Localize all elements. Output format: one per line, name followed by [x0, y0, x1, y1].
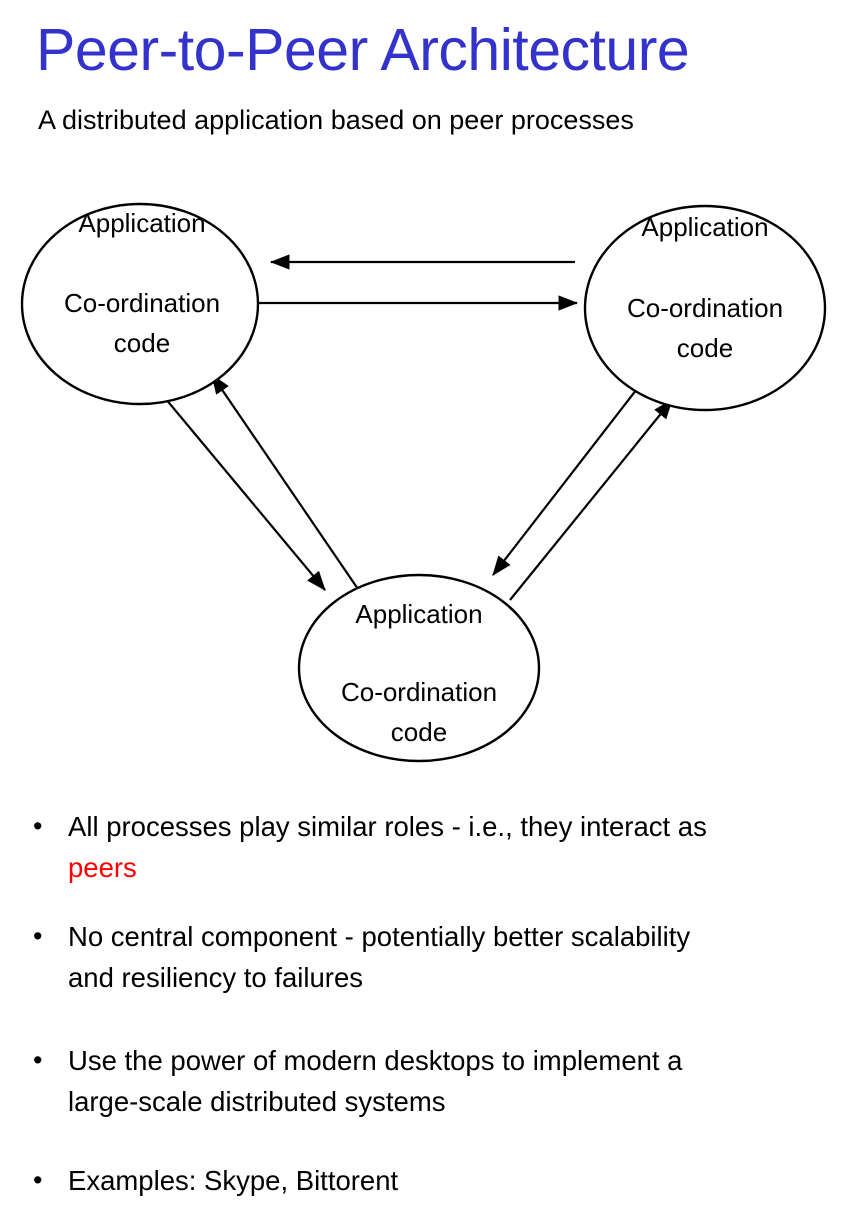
node-peer-top-left[interactable]: Application Co-ordination code: [20, 202, 260, 406]
edge-right-to-bottom: [492, 384, 641, 576]
page-subtitle: A distributed application based on peer …: [38, 105, 634, 135]
list-item-text: All processes play similar roles - i.e.,…: [68, 806, 708, 888]
page-title: Peer-to-Peer Architecture: [36, 17, 690, 83]
list-item: • All processes play similar roles - i.e…: [0, 806, 847, 888]
list-item-accent-peers: peers: [68, 852, 137, 883]
bullet-point-icon: •: [33, 1045, 43, 1075]
node-label-code: code: [677, 333, 733, 363]
edge-bottom-to-left: [211, 374, 361, 593]
node-label-application: Application: [641, 212, 768, 242]
node-peer-bottom[interactable]: Application Co-ordination code: [297, 573, 541, 763]
list-item: • Examples: Skype, Bittorent: [0, 1160, 847, 1201]
bullet-list: • All processes play similar roles - i.e…: [0, 806, 847, 1201]
peer-to-peer-diagram: Application Co-ordination code Applicati…: [0, 160, 847, 800]
list-item-text-main: All processes play similar roles - i.e.,…: [68, 811, 707, 842]
node-label-code: code: [114, 328, 170, 358]
node-label-application: Application: [78, 208, 205, 238]
node-label-application: Application: [355, 599, 482, 629]
list-item-text: Use the power of modern desktops to impl…: [68, 1045, 683, 1117]
bullet-point-icon: •: [33, 1165, 43, 1195]
edge-bottom-to-right: [509, 399, 673, 601]
edge-left-to-bottom: [164, 397, 326, 591]
node-label-coordination: Co-ordination: [64, 288, 220, 318]
node-label-coordination: Co-ordination: [341, 677, 497, 707]
node-peer-top-right[interactable]: Application Co-ordination code: [583, 204, 827, 412]
bullet-point-icon: •: [33, 811, 43, 841]
list-item-text: No central component - potentially bette…: [68, 921, 691, 993]
list-item-text: Examples: Skype, Bittorent: [68, 1165, 399, 1196]
list-item: • No central component - potentially bet…: [0, 916, 847, 998]
node-label-coordination: Co-ordination: [627, 293, 783, 323]
list-item: • Use the power of modern desktops to im…: [0, 1040, 847, 1122]
node-label-code: code: [391, 717, 447, 747]
bullet-point-icon: •: [33, 921, 43, 951]
